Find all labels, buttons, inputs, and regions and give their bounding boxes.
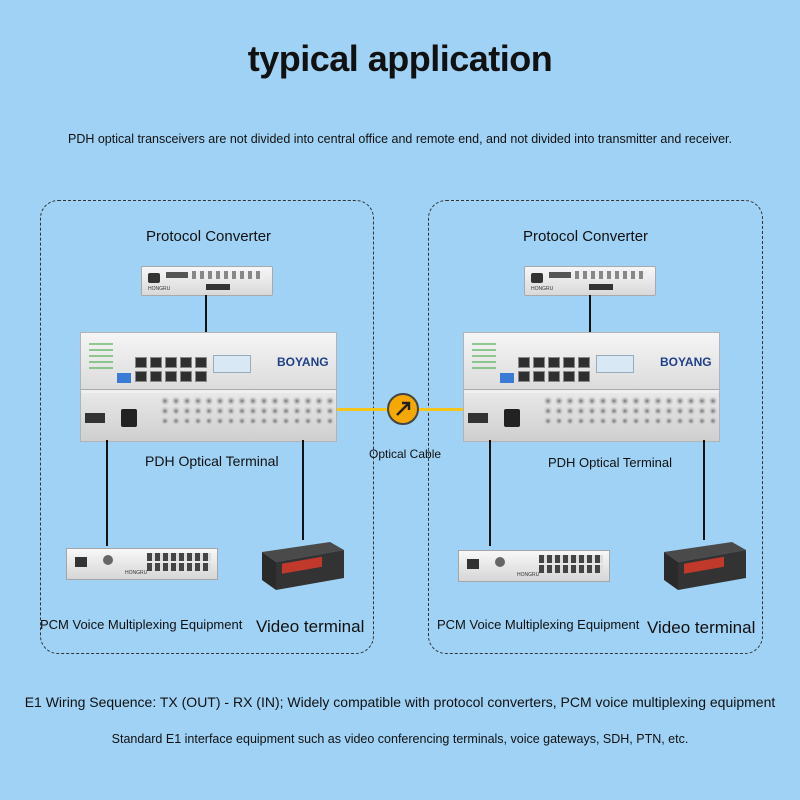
right-proto-brand: HONGRU xyxy=(531,286,554,292)
right-protocol-converter-label: Protocol Converter xyxy=(523,228,649,245)
left-pdh-terminal-device: BOYANG xyxy=(80,332,337,442)
left-panel xyxy=(40,200,374,654)
right-terminal-brand: BOYANG xyxy=(660,355,712,369)
left-video-terminal-label: Video terminal xyxy=(256,617,365,636)
left-terminal-brand: BOYANG xyxy=(277,355,329,369)
page-title: typical application xyxy=(247,38,553,79)
right-line-terminal-video xyxy=(703,440,705,540)
left-line-proto-terminal xyxy=(205,295,207,332)
subtitle: PDH optical transceivers are not divided… xyxy=(67,132,733,146)
left-pcm-brand: HONGRU xyxy=(125,570,148,576)
right-pcm-device: HONGRU xyxy=(458,550,610,582)
left-line-terminal-pcm xyxy=(106,440,108,546)
left-pcm-label: PCM Voice Multiplexing Equipment xyxy=(40,617,243,632)
footer-line-2: Standard E1 interface equipment such as … xyxy=(111,732,689,746)
footer-line-1: E1 Wiring Sequence: TX (OUT) - RX (IN); … xyxy=(24,694,776,710)
left-video-terminal-device xyxy=(258,540,344,590)
optical-cable-label: Optical Cable xyxy=(369,447,442,461)
right-line-proto-terminal xyxy=(589,295,591,332)
left-proto-brand: HONGRU xyxy=(148,286,171,292)
optical-connector-icon xyxy=(387,393,419,425)
left-protocol-converter-label: Protocol Converter xyxy=(146,228,272,245)
right-pcm-label: PCM Voice Multiplexing Equipment xyxy=(437,617,640,632)
left-protocol-converter-device: HONGRU xyxy=(141,266,273,296)
left-line-terminal-video xyxy=(302,440,304,540)
right-protocol-converter-device: HONGRU xyxy=(524,266,656,296)
right-pdh-terminal-device: BOYANG xyxy=(463,332,720,442)
left-pdh-terminal-label: PDH Optical Terminal xyxy=(145,453,279,469)
right-line-terminal-pcm xyxy=(489,440,491,546)
left-pcm-device: HONGRU xyxy=(66,548,218,580)
right-video-terminal-device xyxy=(660,540,746,590)
right-pdh-terminal-label: PDH Optical Terminal xyxy=(548,455,673,470)
right-pcm-brand: HONGRU xyxy=(517,572,540,578)
right-video-terminal-label: Video terminal xyxy=(647,618,756,637)
right-panel xyxy=(428,200,763,654)
